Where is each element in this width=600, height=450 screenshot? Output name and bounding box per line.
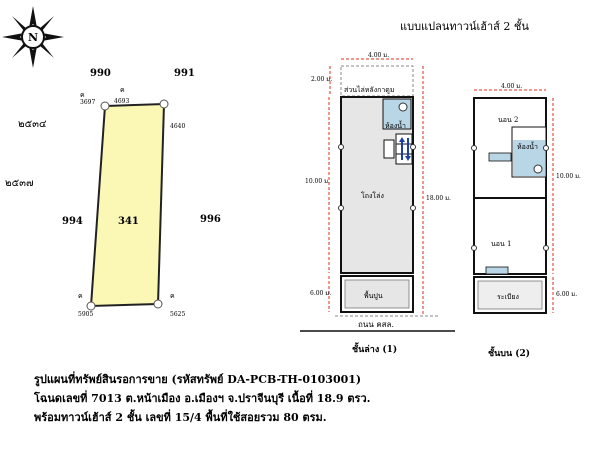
ground-floor-caption: ชั้นล่าง (1) [352, 342, 397, 355]
caption-line-1: รูปแผนที่ทรัพย์สินรอการขาย (รหัสทรัพย์ D… [34, 373, 362, 386]
neighbor-left-upper: ๒๕๓๔ [18, 119, 47, 130]
neighbor-right-lower: 996 [200, 214, 221, 225]
svg-text:4640: 4640 [170, 123, 185, 130]
upper-floor-plan: 4.00 ม. นอน 2 ห้องน้ำ นอน 1 10.00 ม. ระเ… [471, 83, 581, 359]
toilet-icon [398, 102, 408, 112]
compass-letter: N [28, 31, 38, 44]
stair-arrow-icon [399, 137, 411, 161]
ground-front-depth-dim: 6.00 ม. [310, 290, 331, 297]
neighbor-top-left: 990 [90, 68, 111, 79]
boundary-marker-bl: ค 5905 [78, 292, 96, 318]
svg-text:3697: 3697 [80, 99, 95, 106]
upper-depth-dim: 10.00 ม. [556, 173, 581, 180]
svg-text:ค: ค [120, 86, 125, 94]
parcel-number: 341 [118, 216, 139, 227]
ground-hall-depth-dim: 10.00 ม. [305, 178, 330, 185]
ground-hall-label: โถงโล่ง [361, 191, 384, 200]
boundary-marker-tl: ค 3697 [80, 91, 110, 111]
svg-text:5625: 5625 [170, 311, 185, 318]
svg-text:4693: 4693 [114, 98, 129, 105]
upper-bedroom2-label: นอน 2 [498, 116, 518, 124]
upper-floor-caption: ชั้นบน (2) [488, 346, 530, 359]
toilet-icon [533, 164, 543, 174]
svg-text:ค: ค [170, 292, 175, 300]
boundary-marker-tr: ค 4693 4640 [114, 86, 185, 130]
upper-bathroom-label: ห้องน้ำ [517, 140, 538, 151]
ground-front-label: พื้นปูน [364, 289, 383, 300]
svg-text:ค: ค [78, 292, 83, 300]
ground-width-dim: 4.00 ม. [368, 52, 389, 59]
ground-total-depth-dim: 18.00 ม. [426, 195, 451, 202]
upper-balcony-depth-dim: 6.00 ม. [556, 291, 577, 298]
svg-text:5905: 5905 [78, 311, 93, 318]
road-label: ถนน คสล. [358, 320, 394, 329]
boundary-marker-br: ค 5625 [153, 292, 185, 318]
ground-back-depth-dim: 2.00 ม. [311, 76, 332, 83]
caption-line-2: โฉนดเลขที่ 7013 ต.หน้าเมือง อ.เมืองฯ จ.ป… [34, 392, 371, 405]
upper-balcony-label: ระเบียง [497, 293, 519, 301]
neighbor-top-right: 991 [174, 68, 195, 79]
caption-line-3: พร้อมทาวน์เฮ้าส์ 2 ชั้น เลขที่ 15/4 พื้น… [34, 411, 327, 424]
plan-title: แบบแปลนทาวน์เฮ้าส์ 2 ชั้น [400, 18, 529, 33]
svg-text:ค: ค [80, 91, 85, 99]
compass-rose-icon: N [2, 6, 64, 68]
upper-bedroom1-label: นอน 1 [491, 240, 511, 248]
ground-bathroom-label: ห้องน้ำ [385, 119, 406, 130]
neighbor-left-mid: ๒๕๓๗ [5, 178, 34, 189]
ground-floor-plan: 4.00 ม. 2.00 ม. ส่วนไล่หลังกาดูม ห้องน้ำ… [300, 52, 455, 355]
ground-back-area-label: ส่วนไล่หลังกาดูม [344, 85, 394, 94]
parcel-341 [89, 102, 166, 308]
neighbor-left-lower: 994 [62, 216, 83, 227]
lot-map: 990 991 ๒๕๓๔ ๒๕๓๗ 994 996 341 ค 3697 ค 4… [5, 68, 221, 318]
upper-width-dim: 4.00 ม. [501, 83, 522, 90]
